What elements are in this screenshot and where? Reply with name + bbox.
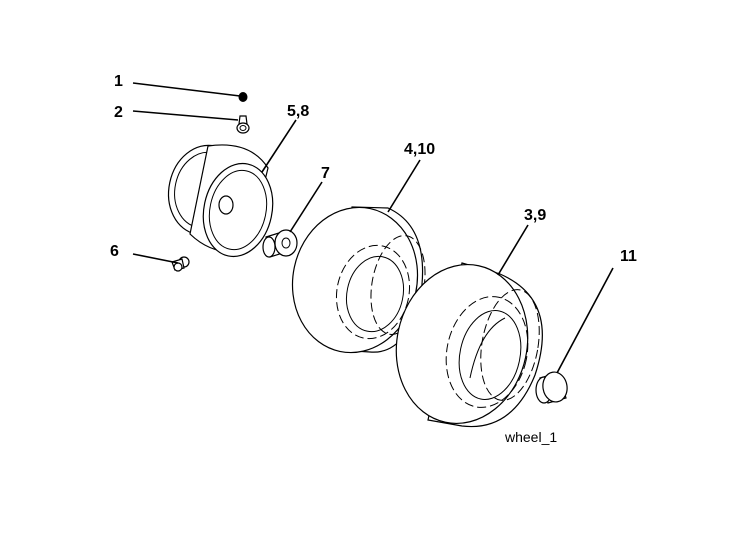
leader-line-6: [132, 253, 179, 264]
figure-caption: wheel_1: [504, 429, 557, 445]
leader-line-1: [132, 82, 241, 97]
callout-6: 6: [110, 243, 119, 260]
callout-11: 11: [620, 248, 637, 265]
leader-line-7: [289, 181, 323, 233]
callout-3-9: 3,9: [524, 207, 546, 224]
front-tire-part: [395, 262, 543, 428]
leader-line-11: [556, 267, 614, 374]
callout-4-10: 4,10: [404, 141, 435, 158]
valve-stem-part: [236, 115, 250, 134]
callout-5-8: 5,8: [287, 103, 309, 120]
grease-fitting-part: [171, 256, 190, 272]
leader-line-3-9: [497, 224, 529, 276]
valve-cap-part: [238, 92, 248, 102]
rear-tire-part: [291, 206, 426, 354]
leader-line-4-10: [387, 159, 421, 213]
leader-line-2: [132, 110, 239, 121]
bushing-part: [262, 229, 298, 258]
leader-lines: [132, 82, 614, 374]
leader-line-5-8: [261, 119, 297, 173]
rim-part: [167, 144, 274, 258]
hub-cap-part: [535, 371, 568, 404]
callout-2: 2: [114, 104, 123, 121]
callout-7: 7: [321, 165, 330, 182]
callout-1: 1: [114, 73, 123, 90]
